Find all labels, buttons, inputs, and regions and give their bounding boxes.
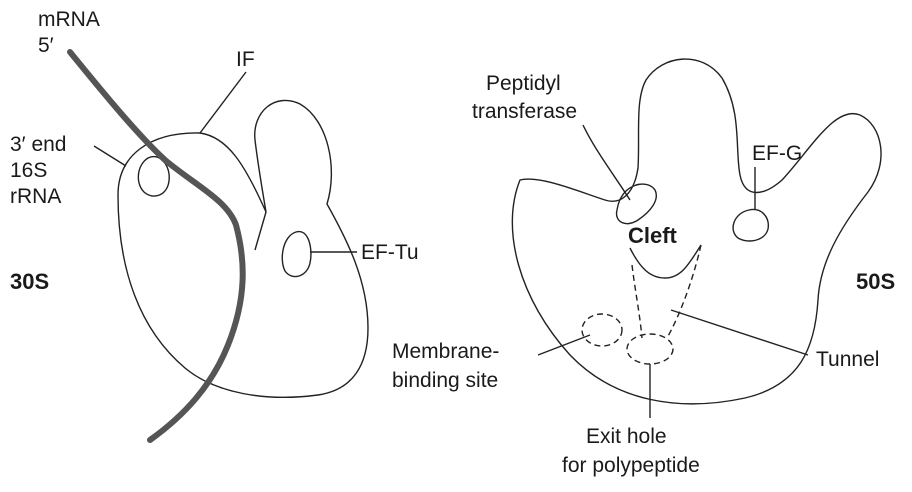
cleft-outline: [630, 245, 701, 278]
small-subunit-label: 30S: [10, 269, 49, 294]
membrane-label-line1: Membrane-: [392, 340, 499, 363]
if-label: IF: [236, 48, 255, 71]
peptidyl-leader-line: [583, 125, 630, 200]
exit-label-line1: Exit hole: [586, 425, 667, 448]
ef-g-site: [733, 209, 768, 241]
exit-label-line2: for polypeptide: [562, 454, 700, 477]
subunit-inner-line: [255, 212, 266, 250]
mrna-label: mRNA: [38, 8, 100, 31]
ef-g-label: EF-G: [752, 142, 802, 165]
rrna-label-line2: 16S: [10, 159, 47, 182]
rrna-leader-line: [94, 146, 126, 166]
peptidyl-transferase-site: [617, 184, 657, 224]
cleft-label: Cleft: [628, 223, 678, 248]
tunnel-dashed-right: [667, 245, 701, 338]
peptidyl-label-line2: transferase: [472, 100, 577, 123]
rrna-label-line1: 3′ end: [10, 133, 67, 156]
rrna-label-line3: rRNA: [10, 185, 61, 208]
large-subunit-label: 50S: [856, 269, 895, 294]
membrane-binding-site: [582, 314, 622, 346]
if-leader-line: [200, 72, 246, 133]
exit-hole: [627, 334, 673, 364]
five-prime-label: 5′: [38, 34, 54, 57]
ef-tu-site: [282, 232, 311, 277]
tunnel-label: Tunnel: [816, 348, 879, 371]
peptidyl-label-line1: Peptidyl: [486, 72, 561, 95]
membrane-label-line2: binding site: [392, 369, 498, 392]
tunnel-leader-line: [671, 310, 808, 355]
membrane-leader-line: [538, 335, 590, 355]
ef-tu-label: EF-Tu: [361, 241, 419, 264]
small-subunit-30s: [70, 52, 368, 440]
tunnel-dashed: [632, 265, 642, 338]
